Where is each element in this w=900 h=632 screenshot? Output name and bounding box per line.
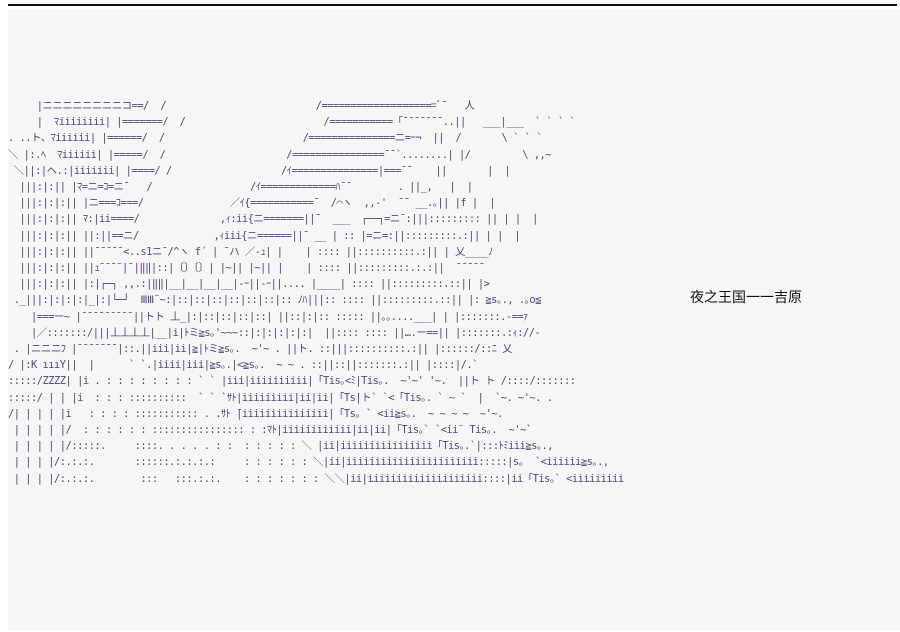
ascii-art-text: |ニニニニニニニニコ==/ / /====================ﾞ¯ …	[8, 100, 624, 485]
ascii-art-scene: |ニニニニニニニニコ==/ / /====================ﾞ¯ …	[8, 98, 668, 548]
scene-caption: 夜之王国一一吉原	[690, 290, 802, 306]
art-canvas: |ニニニニニニニニコ==/ / /====================ﾞ¯ …	[8, 10, 900, 630]
top-rule	[8, 4, 897, 6]
